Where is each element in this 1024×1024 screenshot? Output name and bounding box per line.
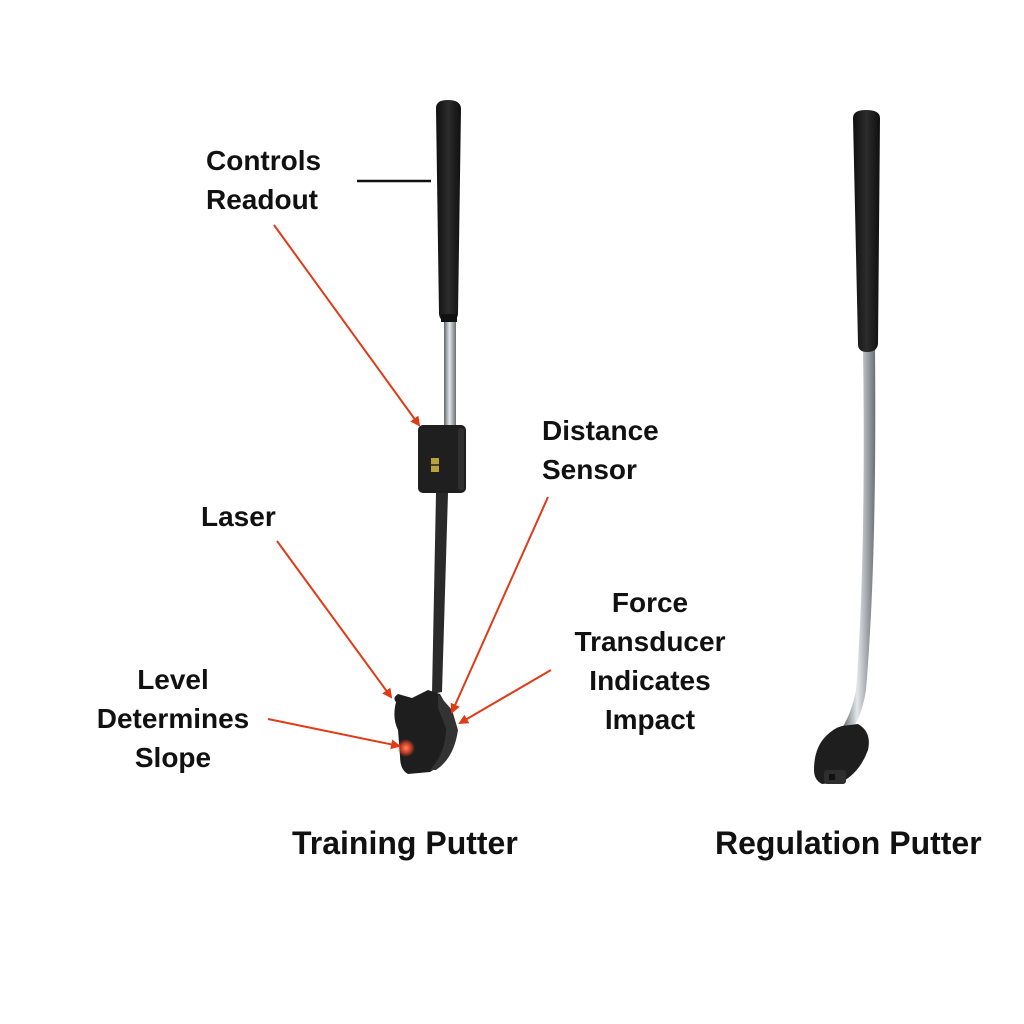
label-controls-readout-line2: Readout <box>206 184 318 215</box>
label-level-line3: Slope <box>134 742 212 773</box>
arrow-laser <box>276 540 393 699</box>
regulation-putter <box>814 110 880 784</box>
arrow-force-transducer <box>458 669 552 725</box>
label-distance-sensor: Distance Sensor <box>542 411 659 489</box>
controls-readout-edge <box>458 428 464 490</box>
label-controls-readout: Controls Readout <box>206 141 321 219</box>
label-laser: Laser <box>201 497 276 536</box>
regulation-grip <box>853 110 880 352</box>
controls-readout-box <box>418 425 466 493</box>
regulation-shaft <box>842 348 876 730</box>
training-grip-ferrule <box>441 314 457 322</box>
arrow-level <box>267 718 401 750</box>
caption-regulation-putter: Regulation Putter <box>715 825 982 861</box>
label-level-line2: Determines <box>96 703 250 734</box>
training-shaft-upper <box>444 318 456 428</box>
label-force-transducer-line2: Transducer <box>574 626 726 657</box>
arrow-distance-sensor <box>450 496 549 714</box>
label-force-transducer: Force Transducer Indicates Impact <box>540 583 760 739</box>
training-grip <box>436 100 461 322</box>
label-controls-readout-line1: Controls <box>206 145 322 176</box>
label-level-line1: Level <box>137 664 209 695</box>
label-force-transducer-line4: Impact <box>604 704 696 735</box>
label-laser-line1: Laser <box>201 501 276 532</box>
label-force-transducer-line1: Force <box>611 587 689 618</box>
training-putter <box>394 100 466 774</box>
label-level: Level Determines Slope <box>68 660 278 777</box>
arrow-controls-readout <box>273 224 421 427</box>
label-force-transducer-line3: Indicates <box>589 665 711 696</box>
training-shaft-lower <box>432 493 448 694</box>
regulation-head <box>814 724 869 784</box>
label-distance-sensor-line2: Sensor <box>542 454 637 485</box>
label-distance-sensor-line1: Distance <box>542 415 659 446</box>
laser-dot <box>397 739 415 757</box>
caption-training-putter: Training Putter <box>292 825 518 861</box>
